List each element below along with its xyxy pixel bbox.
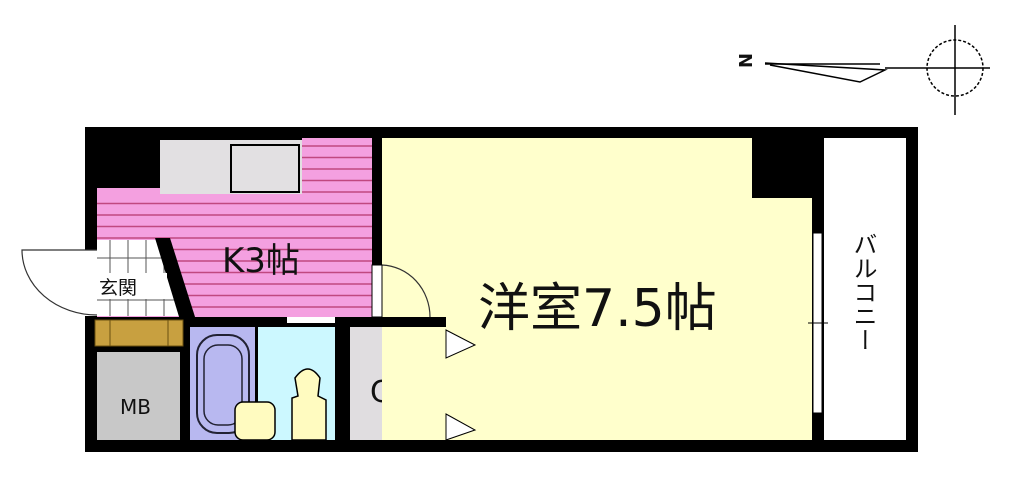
washbasin-icon [234, 401, 276, 441]
meter-box [97, 352, 180, 440]
north-label: N [734, 53, 755, 68]
shoe-box [94, 319, 184, 347]
entrance-label: 玄関 [99, 277, 137, 299]
bathtub-icon [196, 334, 250, 434]
room-door-swing [381, 264, 431, 318]
compass-icon: N [734, 25, 990, 115]
western-room [382, 138, 812, 440]
western-room-label: 洋室7.5帖 [478, 279, 717, 339]
entry-door-swing [21, 249, 98, 316]
sink-icon [230, 144, 300, 193]
entrance-area: 玄関 [21, 238, 196, 347]
meter-box-label: MB [120, 395, 151, 419]
kitchen-label: K3帖 [222, 241, 300, 281]
bath-door [287, 317, 335, 323]
balcony-label: バルコニー [849, 232, 877, 352]
toilet-icon [291, 368, 327, 441]
balcony [824, 138, 906, 440]
